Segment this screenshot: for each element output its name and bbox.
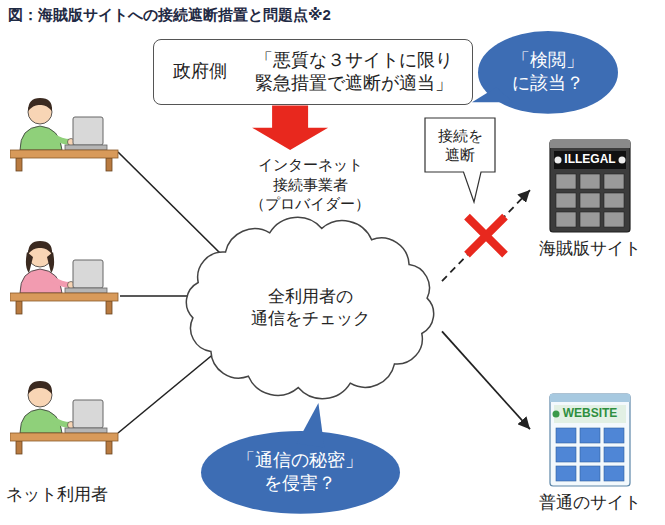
- connector-line: [442, 190, 530, 281]
- block-cross-mark: [467, 217, 505, 255]
- site-banner-text: ILLEGAL: [564, 152, 615, 168]
- bubble-shape: [201, 431, 400, 514]
- skull-icon: [555, 157, 562, 164]
- content-tile: [556, 447, 576, 462]
- question-text: 「通信の秘密」 を侵害？: [237, 449, 363, 496]
- user-figure: [10, 241, 118, 314]
- user-link-line: [118, 152, 222, 255]
- content-tile: [580, 466, 600, 481]
- user-link-line: [118, 352, 216, 433]
- pirate-site: ILLEGAL 海賊版サイト: [530, 138, 650, 262]
- content-tile: [580, 193, 600, 208]
- callout-text: 接続を 遮断: [438, 126, 483, 165]
- site-logo: [553, 411, 560, 418]
- callout-outline: [425, 118, 495, 202]
- bubble-tail: [472, 87, 513, 102]
- site-header: [554, 405, 626, 423]
- content-tile: [604, 428, 624, 443]
- provider-heading: インターネット 接続事業者 （プロバイダー）: [250, 155, 370, 214]
- content-tile: [604, 193, 624, 208]
- cloud-text: 全利用者の 通信をチェック: [251, 286, 370, 330]
- speaker-label: 政府側: [173, 60, 227, 83]
- cloud-outline: [186, 217, 433, 398]
- block-arrow: [252, 105, 328, 150]
- statement-text: 「悪質な３サイトに限り 緊急措置で遮断が適当」: [255, 49, 453, 96]
- content-tile: [604, 174, 624, 189]
- provider-cloud: インターネット 接続事業者 （プロバイダー） 全利用者の 通信をチェック: [178, 150, 442, 402]
- user-figure: [10, 98, 118, 171]
- content-tile: [604, 466, 624, 481]
- government-statement-box: 政府側 「悪質な３サイトに限り 緊急措置で遮断が適当」: [153, 39, 473, 106]
- content-tile: [556, 174, 576, 189]
- content-tile: [580, 212, 600, 227]
- site-header: [554, 151, 626, 169]
- user-figure: [10, 381, 118, 454]
- normal-site: WEBSITE 普通のサイト: [530, 392, 650, 516]
- content-tile: [556, 193, 576, 208]
- connector-line: [442, 331, 530, 429]
- content-tile: [556, 428, 576, 443]
- content-tile: [580, 447, 600, 462]
- browser-frame: [550, 140, 630, 232]
- question-bubble: 「検閲」 に該当？: [478, 31, 618, 114]
- users-label: ネット利用者: [6, 484, 108, 506]
- browser-bar: [550, 394, 630, 402]
- blocked-connection-arrow: [442, 190, 530, 281]
- question-bubble: 「通信の秘密」 を侵害？: [201, 431, 400, 514]
- content-tile: [556, 212, 576, 227]
- browser-bar: [550, 140, 630, 148]
- instruction-arrow: [252, 105, 328, 150]
- site-label: 普通のサイト: [539, 492, 641, 514]
- skull-icon: [619, 157, 626, 164]
- site-label: 海賊版サイト: [539, 238, 641, 260]
- block-callout-box: 接続を 遮断: [425, 118, 495, 172]
- content-tile: [604, 212, 624, 227]
- site-banner-text: WEBSITE: [563, 406, 618, 422]
- content-tile: [580, 174, 600, 189]
- figure-title: 図：海賊版サイトへの接続遮断措置と問題点※2: [8, 5, 331, 25]
- browser-frame: [550, 394, 630, 486]
- content-tile: [604, 447, 624, 462]
- bubble-tail: [296, 403, 324, 448]
- bubble-shape: [478, 31, 618, 114]
- user-link-line: [120, 295, 196, 297]
- connection-arrow: [442, 331, 530, 429]
- question-text: 「検閲」 に該当？: [512, 49, 584, 96]
- callout-shape: [425, 118, 495, 172]
- content-tile: [556, 466, 576, 481]
- content-tile: [580, 428, 600, 443]
